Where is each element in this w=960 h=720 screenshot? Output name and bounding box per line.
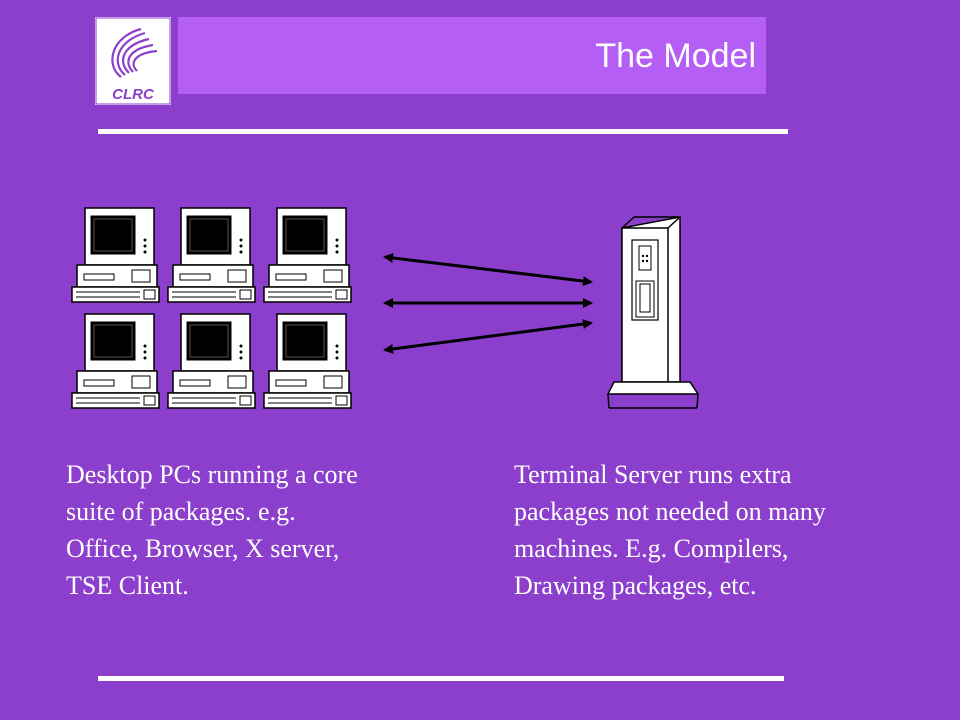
top-divider [98, 129, 788, 134]
connection-arrow [383, 319, 593, 354]
desktop-pc-icon [71, 207, 160, 303]
desktop-caption: Desktop PCs running a core suite of pack… [66, 460, 358, 600]
desktop-pc-icon [167, 207, 256, 303]
desktop-pc-icon [167, 313, 256, 409]
desktop-pc-icon [263, 313, 352, 409]
connection-arrow [383, 253, 593, 286]
logo-swirl-icon: CLRC [95, 17, 171, 105]
terminal-server-icon [606, 216, 700, 409]
title-bar: The Model [178, 17, 766, 94]
bottom-divider [98, 676, 784, 681]
server-caption: Terminal Server runs extra packages not … [514, 460, 826, 600]
desktop-pc-icon [71, 313, 160, 409]
desktop-pc-icon [263, 207, 352, 303]
slide-title: The Model [595, 37, 756, 75]
logo-text: CLRC [112, 86, 155, 103]
clrc-logo: CLRC [95, 17, 171, 105]
